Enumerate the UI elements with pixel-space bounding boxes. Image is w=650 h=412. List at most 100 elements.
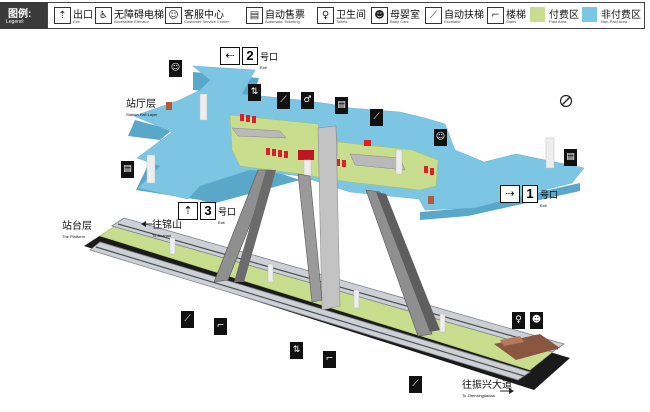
direction-zhenxingdadao-label: 往振兴大道 To Zhenxingdadao [462, 375, 512, 398]
hall-edge [420, 208, 468, 220]
customer-service-icon: ☺ [165, 7, 182, 24]
escalator-trusses [213, 169, 440, 337]
legend-label-en: Paid Area [549, 19, 567, 24]
direction-arrows [141, 221, 514, 394]
exit-icon: ⇠ [220, 47, 240, 65]
fare-gate [278, 150, 282, 157]
customer-service-icon: ☺ [169, 60, 182, 77]
fare-gate [342, 160, 346, 167]
stairs-icon: ⌐ [487, 7, 504, 24]
arrow-head [141, 221, 146, 227]
fare-gate [252, 116, 256, 123]
legend-label-en: Baby Care [390, 19, 409, 24]
legend-label-en: Non-Paid Area [601, 19, 628, 24]
accessible-elevator-icon: ⇅ [290, 342, 303, 359]
platform-pillar [169, 237, 176, 255]
ticket-machine-icon: ▤ [246, 7, 263, 24]
exit-label: 号口 [218, 206, 237, 217]
legend-label: 楼梯 [506, 10, 526, 21]
exit-icon: ⇡ [178, 202, 198, 220]
hall-pillars [146, 93, 555, 184]
legend-label: 付费区 [549, 10, 579, 21]
hall-label-en: Station Hall Layer [126, 112, 158, 117]
legend-title: 图例: Legend: [0, 2, 47, 29]
exit-label: 号口 [260, 51, 279, 62]
baby-care-icon: ☻ [530, 312, 543, 329]
fare-gate [364, 140, 371, 146]
platform-pillar [439, 313, 446, 333]
pillar [146, 154, 156, 184]
platform-label-zh: 站台层 [62, 221, 92, 232]
escalator-icon: ⟋ [277, 92, 290, 109]
exit-label: 号口 [540, 189, 559, 200]
escalator-truss [234, 170, 276, 282]
ticket-machine-icon: ▤ [564, 149, 577, 166]
fare-gate [424, 166, 428, 173]
fare-gate [430, 168, 434, 175]
station-map: 站厅层 Station Hall Layer 站台层 The Platform … [0, 31, 650, 412]
exit-1-badge[interactable]: ⇢ 1 号口 Exit [500, 185, 559, 208]
pillar [199, 93, 208, 121]
fare-gate [284, 151, 288, 158]
exit-number: 3 [200, 202, 216, 220]
direction-jinshan-label: 往锦山 To Jinshan [152, 215, 182, 238]
ticket-machine-icon: ▤ [121, 161, 134, 178]
exit-2-badge[interactable]: ⇠ 2 号口 Exit [220, 47, 279, 70]
legend-label-en: Exit [73, 19, 80, 24]
exit-number: 1 [522, 185, 538, 203]
fare-gate [266, 148, 270, 155]
escalator-icon: ⟋ [181, 311, 194, 328]
stairs-icon: ⌐ [323, 351, 336, 368]
legend-bar: 图例: Legend: ⇡ 出口 Exit ♿ 无障碍电梯 Accessible… [0, 0, 650, 31]
nonpaid-area-swatch [582, 7, 597, 22]
legend-label-en: Escalator [444, 19, 461, 24]
accessible-elevator-icon: ♿ [95, 7, 112, 24]
hall-edge [128, 120, 172, 140]
legend-label-en: Toilets [336, 19, 348, 24]
legend-label-en: Customer Service Center [184, 19, 229, 24]
escalator-icon: ⟋ [409, 376, 422, 393]
platform-label: 站台层 The Platform [62, 216, 92, 239]
escalator-truss [365, 189, 433, 337]
platform-pillar [267, 263, 274, 283]
legend-label: 出口 [73, 10, 93, 21]
customer-service-icon: ☺ [434, 129, 447, 146]
legend-label: 自动扶梯 [444, 10, 484, 21]
escalator-housing [349, 153, 406, 171]
direction-en: To Jinshan [152, 233, 172, 238]
toilets-icon: ♀ [512, 312, 525, 329]
hall-nonpaid-area [133, 65, 585, 211]
exit-icon: ⇢ [500, 185, 520, 203]
legend-label: 卫生间 [336, 10, 366, 21]
direction-zh: 往锦山 [152, 220, 182, 231]
fare-gate [272, 149, 276, 156]
exit-3-badge[interactable]: ⇡ 3 号口 Exit [178, 202, 237, 225]
exit-icon: ⇡ [54, 7, 71, 24]
legend-label: 非付费区 [601, 10, 641, 21]
legend-label: 自动售票 [265, 10, 305, 21]
legend-label-en: Stairs [506, 19, 517, 24]
exit-label-en: Exit [218, 220, 225, 225]
fare-gate [246, 115, 250, 122]
pillar [395, 149, 403, 175]
legend-label: 客服中心 [184, 10, 224, 21]
accessible-elevator-icon: ⇅ [248, 84, 261, 101]
direction-zh: 往振兴大道 [462, 380, 512, 391]
toilets-room [500, 336, 524, 346]
legend-label-en: Automatic Ticketing [265, 19, 300, 24]
fare-gate [336, 159, 340, 166]
pillar [545, 137, 555, 169]
toilets-icon: ♀ [317, 7, 334, 24]
station-3d-map [84, 65, 585, 394]
platform-layer [84, 125, 570, 390]
legend-frame [47, 2, 645, 29]
exit-number: 2 [242, 47, 258, 65]
station-hall-label: 站厅层 Station Hall Layer [126, 94, 158, 117]
platform-pillar [353, 289, 360, 309]
legend-label: 无障碍电梯 [114, 10, 164, 21]
paid-area-swatch [530, 7, 545, 22]
legend-title-en: Legend: [6, 19, 25, 25]
train-window-strip [95, 246, 525, 377]
escalator-truss [297, 173, 323, 303]
fare-gate [240, 114, 244, 121]
